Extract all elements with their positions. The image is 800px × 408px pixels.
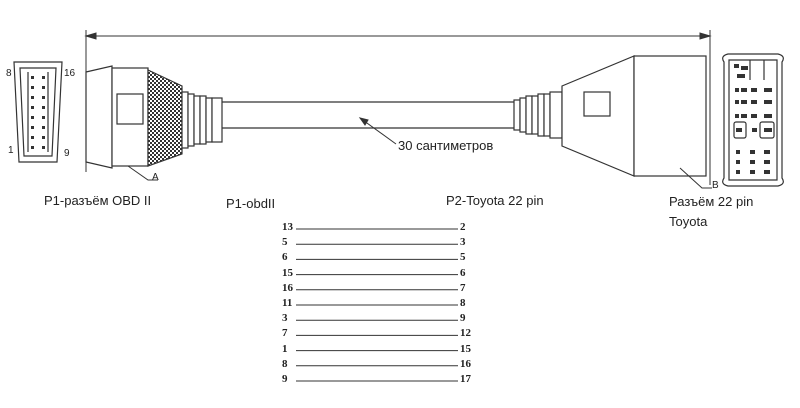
wiring-p1-pin: 11: [282, 297, 293, 309]
wiring-p1-pin: 15: [282, 266, 293, 279]
toyota-connector-body: [513, 55, 707, 177]
wiring-p1-pin: 9: [282, 373, 288, 385]
wiring-p1-pin: 13: [282, 221, 293, 233]
wiring-p1-pin: 16: [282, 281, 293, 294]
obd-pin-label-bottom-right: 9: [64, 148, 70, 159]
wiring-p2-pin: 2: [460, 221, 466, 233]
wiring-p1-pin: 5: [282, 236, 288, 249]
wiring-p2-pin: 5: [460, 251, 466, 264]
wiring-p1-pin: 6: [282, 251, 288, 264]
obd-front-view: [13, 61, 63, 163]
wiring-p2-pin: 15: [460, 342, 471, 355]
toyota-connector-label-line1: Разъём 22 pin: [669, 194, 754, 209]
wiring-p2-pin: 6: [460, 266, 466, 279]
toyota-connector-label-line2: Toyota: [669, 214, 708, 229]
wiring-p2-pin: 16: [460, 357, 471, 370]
obd-pin-label-bottom-left: 1: [8, 145, 14, 156]
obd-connector-body: [85, 65, 223, 169]
wiring-lines: [296, 228, 458, 382]
wiring-p2-pin: 7: [460, 281, 466, 294]
callout-a: A: [152, 172, 159, 183]
p1-obd-label: P1-obdII: [226, 196, 276, 211]
p2-toyota-label: P2-Toyota 22 pin: [446, 193, 544, 208]
wiring-p1-pin: 7: [282, 327, 288, 340]
p1-connector-label: P1-разъём OBD II: [44, 193, 152, 208]
obd-pin-label-top-left: 8: [6, 68, 12, 79]
wiring-p2-pin: 3: [460, 236, 466, 249]
wiring-p2-pin: 17: [460, 373, 471, 385]
wiring-p1-pin: 3: [282, 312, 288, 325]
toyota-front-view: [722, 53, 784, 187]
callout-leaders: [127, 165, 712, 189]
wiring-p2-pin: 9: [460, 312, 466, 325]
cable-length-label: 30 сантиметров: [398, 138, 494, 153]
obd-pin-label-top-right: 16: [64, 68, 76, 79]
cable-length-leader: [358, 117, 397, 145]
callout-b: B: [712, 180, 719, 191]
wiring-p1-pin: 1: [282, 342, 288, 355]
cable: [222, 101, 514, 129]
wiring-p1-pin: 8: [282, 357, 288, 370]
wiring-p2-pin: 8: [460, 297, 466, 309]
wiring-p2-pin: 12: [460, 327, 471, 340]
